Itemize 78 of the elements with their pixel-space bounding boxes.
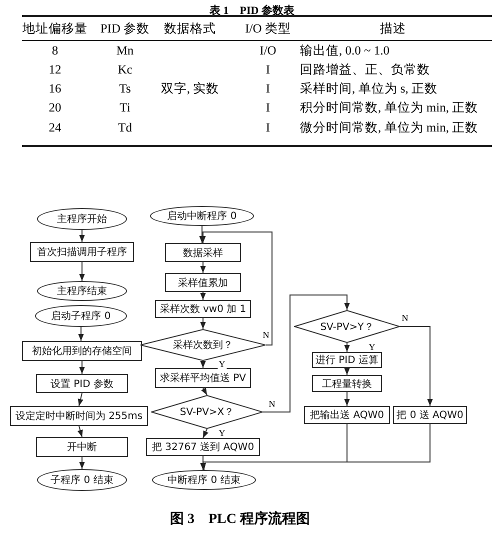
process-box: 初始化用到的存储空间 <box>22 341 142 361</box>
table-header: 地址偏移量 <box>22 20 88 38</box>
table-cell: 采样时间, 单位为 s, 正数 <box>300 80 438 98</box>
table-cell: I <box>266 120 270 136</box>
table-cell: Td <box>118 120 132 136</box>
terminal-ellipse: 启动子程序 0 <box>35 305 127 327</box>
flow-arrow <box>200 292 206 300</box>
flow-arrow <box>79 360 85 374</box>
table-cell: Ti <box>120 100 130 116</box>
process-box: 设定定时中断时间为 255ms <box>10 406 148 426</box>
table-header: 数据格式 <box>164 20 216 38</box>
process-box: 把 32767 送到 AQW0 <box>146 438 260 456</box>
process-box: 设置 PID 参数 <box>36 374 128 393</box>
table-header: PID 参数 <box>100 20 150 38</box>
flow-arrow <box>200 318 206 330</box>
table-cell: 双字, 实数 <box>160 80 220 98</box>
process-box: 把 0 送 AQW0 <box>393 406 467 424</box>
table-cell: 积分时间常数, 单位为 min, 正数 <box>300 100 478 116</box>
figure-caption: 图 3 PLC 程序流程图 <box>170 510 310 528</box>
flow-arrow <box>79 456 85 470</box>
terminal-ellipse: 子程序 0 结束 <box>37 469 127 491</box>
process-box: 进行 PID 运算 <box>312 352 382 368</box>
terminal-ellipse: 中断程序 0 结束 <box>152 470 256 490</box>
table-cell: 微分时间常数, 单位为 min, 正数 <box>300 120 478 136</box>
flow-arrow <box>200 262 206 274</box>
edge-label: N <box>268 399 276 409</box>
flow-arrow <box>400 326 433 406</box>
table-cell: 16 <box>48 82 62 96</box>
flow-arrow <box>200 424 430 470</box>
table-title: 表 1 PID 参数表 <box>210 4 294 18</box>
terminal-ellipse: 启动中断程序 0 <box>150 206 254 226</box>
table-cell: I/O <box>260 44 276 58</box>
process-box: 工程量转换 <box>312 375 382 392</box>
table-cell: I <box>266 100 270 116</box>
flow-arrow <box>199 226 205 244</box>
edge-label: Y <box>218 359 226 369</box>
terminal-ellipse: 主程序开始 <box>37 208 127 230</box>
table-header: I/O 类型 <box>245 20 291 38</box>
table-cell: 24 <box>48 120 62 136</box>
table-cell: 12 <box>48 62 62 78</box>
decision-diamond: SV-PV>X？ <box>151 395 263 429</box>
flow-arrow <box>201 388 208 396</box>
edge-label: N <box>400 313 410 323</box>
flow-arrow <box>262 294 350 412</box>
flow-arrow <box>200 232 272 346</box>
table-cell: 20 <box>48 100 62 116</box>
process-box: 数据采样 <box>165 243 241 262</box>
table-cell: Kc <box>118 62 132 78</box>
table-cell: 8 <box>52 44 58 58</box>
flow-arrow <box>202 428 208 438</box>
decision-diamond: SV-PV>Y？ <box>294 310 400 343</box>
process-box: 首次扫描调用子程序 <box>30 242 134 262</box>
process-box: 开中断 <box>36 437 128 457</box>
flow-arrow <box>344 342 350 352</box>
flow-arrow <box>200 360 206 368</box>
flow-arrow <box>77 426 83 438</box>
process-box: 求采样平均值送 PV <box>155 368 251 388</box>
process-box: 采样次数 vw0 加 1 <box>155 300 251 318</box>
table-header: 描述 <box>380 20 406 38</box>
table-cell: 回路增益、正、负常数 <box>300 62 430 78</box>
flow-arrow <box>78 392 84 406</box>
table-cell: I <box>266 62 270 78</box>
flow-arrow <box>200 456 206 470</box>
process-box: 把输出送 AQW0 <box>304 406 390 424</box>
process-box: 采样值累加 <box>165 273 241 292</box>
flow-arrow <box>344 392 350 406</box>
table-cell: Mn <box>116 44 134 58</box>
terminal-ellipse: 主程序结束 <box>37 281 127 301</box>
table-cell: I <box>266 82 270 96</box>
edge-label: Y <box>368 342 376 352</box>
table-cell: 输出值, 0.0 ~ 1.0 <box>300 42 390 60</box>
flow-arrow <box>79 230 85 242</box>
edge-label: N <box>262 330 270 340</box>
flow-arrow <box>79 262 85 282</box>
flow-arrow <box>344 368 350 376</box>
edge-label: Y <box>218 428 226 438</box>
flow-arrow <box>78 326 84 342</box>
table-cell: Ts <box>119 82 131 96</box>
